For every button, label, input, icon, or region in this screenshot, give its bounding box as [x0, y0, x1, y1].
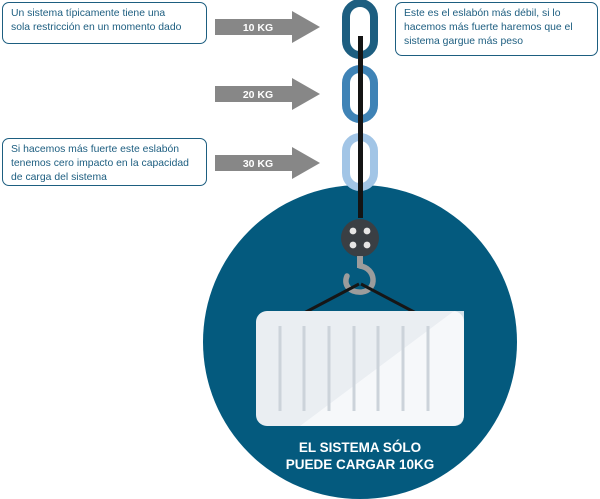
weight-arrow-2: 20 KG — [215, 78, 320, 110]
callout-weakest-link: Este es el eslabón más débil, si lo hace… — [395, 2, 598, 56]
weight-arrow-3: 30 KG — [215, 147, 320, 179]
cargo-container — [256, 311, 464, 426]
hook-icon — [343, 256, 376, 295]
callout-single-constraint: Un sistema típicamente tiene una sola re… — [2, 2, 207, 44]
weight-label-3: 30 KG — [243, 158, 273, 170]
lifting-slings — [303, 282, 417, 315]
result-line-1: EL SISTEMA SÓLO — [299, 440, 421, 455]
weight-arrow-1: 10 KG — [215, 11, 320, 43]
chain-connector — [358, 36, 363, 218]
weight-label-2: 20 KG — [243, 89, 273, 101]
chain — [342, 0, 378, 218]
weight-label-1: 10 KG — [243, 22, 273, 34]
pulley-block — [341, 219, 379, 257]
callout-no-impact: Si hacemos más fuerte este eslabón tenem… — [2, 138, 207, 186]
result-line-2: PUEDE CARGAR 10KG — [286, 457, 435, 472]
